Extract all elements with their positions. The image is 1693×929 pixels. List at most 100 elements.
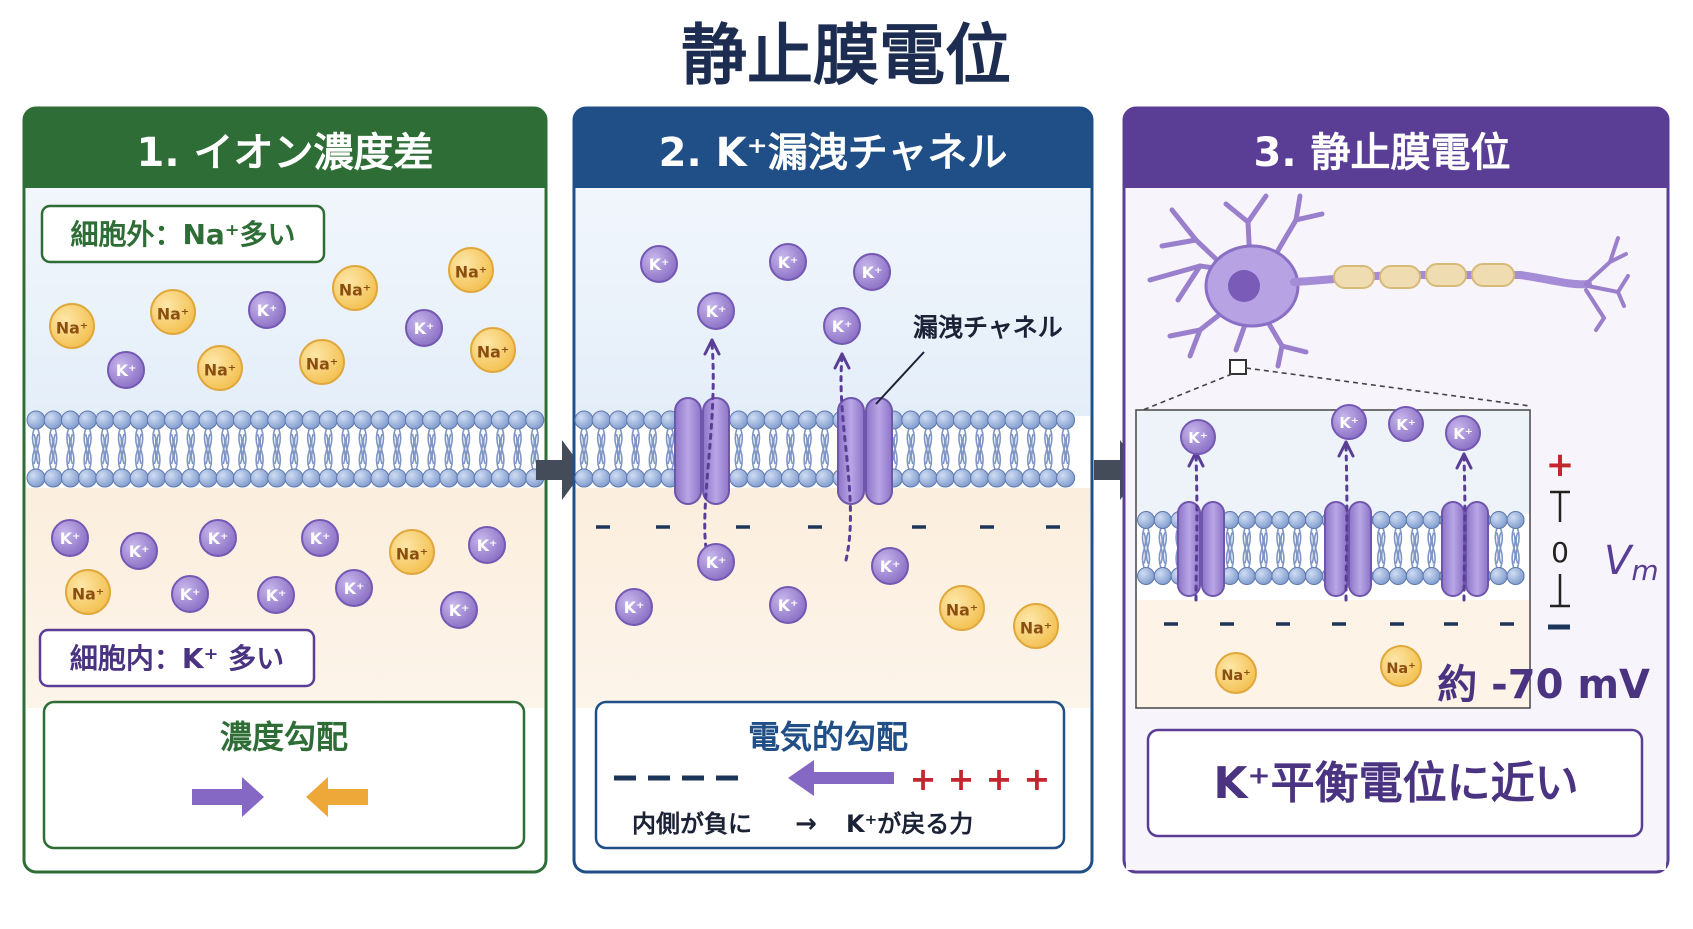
- potassium-channels: [1177, 501, 1489, 597]
- k-ion-label: K⁺: [180, 585, 201, 604]
- na-inward-arrow: [306, 777, 368, 817]
- na-ion: Na⁺: [197, 345, 243, 391]
- inside-label: 細胞内：K⁺ 多い: [70, 642, 284, 675]
- k-leak-channel: [1441, 501, 1489, 597]
- k-ion-label: K⁺: [778, 596, 799, 615]
- k-ion: K⁺: [1180, 419, 1216, 455]
- na-ion-label: Na⁺: [455, 262, 487, 281]
- k-ion: K⁺: [257, 576, 295, 614]
- k-ion-label: K⁺: [477, 536, 498, 555]
- cell-membrane-1: [26, 410, 545, 488]
- k-ion: K⁺: [697, 292, 735, 330]
- panel-2-header: 2. K⁺漏洩チャネル: [659, 130, 1008, 176]
- leak-channel-label: 漏洩チャネル: [913, 313, 1063, 342]
- k-ion-label: K⁺: [257, 301, 278, 320]
- k-ion-label: K⁺: [778, 253, 799, 272]
- na-ion-label: Na⁺: [56, 318, 88, 337]
- k-ion-label: K⁺: [706, 302, 727, 321]
- ions-panel-2: K⁺ K⁺ K⁺ K⁺ K⁺ K⁺ K⁺ K⁺ K⁺ Na⁺ Na⁺: [615, 243, 1059, 649]
- k-ion: K⁺: [405, 309, 443, 347]
- k-ion-label: K⁺: [1188, 429, 1207, 447]
- concentration-gradient-title: 濃度勾配: [220, 718, 348, 756]
- na-ion-label: Na⁺: [396, 544, 428, 563]
- na-ion-label: Na⁺: [1221, 668, 1250, 684]
- k-ion-label: K⁺: [60, 529, 81, 548]
- leak-channels: [674, 397, 893, 505]
- ions-panel-3: K⁺ K⁺ K⁺ K⁺ Na⁺ Na⁺: [1180, 404, 1481, 694]
- k-ion: K⁺: [301, 519, 339, 557]
- na-ion-label: Na⁺: [1386, 661, 1415, 677]
- k-ion-label: K⁺: [129, 542, 150, 561]
- k-ion-label: K⁺: [208, 529, 229, 548]
- k-ion-label: K⁺: [1339, 414, 1358, 432]
- k-ion: K⁺: [871, 547, 909, 585]
- electrical-gradient-title: 電気的勾配: [748, 718, 908, 756]
- panel-resting-potential: 3. 静止膜電位: [1122, 106, 1670, 874]
- k-ion-label: K⁺: [1396, 416, 1415, 434]
- leak-channel-pointer: [875, 351, 925, 405]
- k-ion: K⁺: [335, 569, 373, 607]
- k-ion: K⁺: [107, 351, 145, 389]
- k-ion-label: K⁺: [832, 317, 853, 336]
- na-ion: Na⁺: [1215, 652, 1257, 694]
- k-efflux-arrow: [833, 352, 852, 562]
- panel-1-header: 1. イオン濃度差: [137, 130, 434, 176]
- k-ion: K⁺: [171, 575, 209, 613]
- zero-marker: 0: [1551, 536, 1569, 569]
- k-efflux-arrow: [1455, 452, 1473, 602]
- na-ion: Na⁺: [470, 327, 516, 373]
- na-ion: Na⁺: [332, 265, 378, 311]
- k-ion: K⁺: [248, 291, 286, 329]
- na-ion: Na⁺: [389, 529, 435, 575]
- k-ion-label: K⁺: [624, 598, 645, 617]
- na-ion: Na⁺: [939, 585, 985, 631]
- myelin-sheaths: [1333, 263, 1515, 289]
- next-arrow-1: [536, 440, 584, 500]
- plus-marker: +: [1546, 445, 1575, 485]
- k-ion: K⁺: [468, 526, 506, 564]
- electrical-force-arrow: [788, 760, 894, 796]
- k-ion: K⁺: [769, 243, 807, 281]
- na-ion: Na⁺: [65, 569, 111, 615]
- k-ion: K⁺: [1388, 406, 1424, 442]
- panel-leak-channel: 2. K⁺漏洩チャネル K⁺ K⁺ K⁺ K⁺ K⁺ K⁺ K⁺ K⁺ K⁺ Na⁺ Na⁺ 漏洩チ…: [572, 106, 1094, 874]
- k-ion: K⁺: [615, 588, 653, 626]
- k-ion-label: K⁺: [1453, 425, 1472, 443]
- caption-right: K⁺が戻る力: [846, 810, 973, 838]
- na-ion-label: Na⁺: [72, 584, 104, 603]
- page-title: 静止膜電位: [681, 17, 1011, 94]
- k-outward-arrow: [192, 777, 264, 817]
- outside-label: 細胞外：Na⁺多い: [70, 218, 295, 251]
- k-leak-channel: [1177, 501, 1225, 597]
- k-ion: K⁺: [640, 245, 678, 283]
- na-ion-label: Na⁺: [1020, 618, 1052, 637]
- k-ion: K⁺: [1445, 415, 1481, 451]
- k-ion-label: K⁺: [414, 319, 435, 338]
- k-equilibrium-text: K⁺平衡電位に近い: [1213, 758, 1578, 809]
- k-ion-label: K⁺: [649, 255, 670, 274]
- k-efflux-arrow: [1337, 440, 1355, 602]
- k-ion-label: K⁺: [706, 553, 727, 572]
- na-ion: Na⁺: [150, 289, 196, 335]
- k-leak-channel: [837, 397, 893, 505]
- k-ion: K⁺: [120, 532, 158, 570]
- k-ion: K⁺: [853, 253, 891, 291]
- na-ion-label: Na⁺: [306, 354, 338, 373]
- k-ion: K⁺: [1331, 404, 1367, 440]
- plus-signs: + + + +: [910, 760, 1051, 798]
- na-ion-label: Na⁺: [477, 342, 509, 361]
- k-ion-label: K⁺: [449, 601, 470, 620]
- na-ion-label: Na⁺: [339, 280, 371, 299]
- k-ion: K⁺: [823, 307, 861, 345]
- concentration-gradient-box: 濃度勾配: [42, 700, 526, 850]
- k-ion-label: K⁺: [880, 557, 901, 576]
- zoom-region-marker: [1229, 359, 1247, 375]
- na-ion-label: Na⁺: [157, 304, 189, 323]
- k-ion-label: K⁺: [862, 263, 883, 282]
- k-ion: K⁺: [51, 519, 89, 557]
- panel-ion-concentration: 1. イオン濃度差 細胞外：Na⁺多い Na⁺ Na⁺ K⁺ Na⁺ Na⁺ K⁺ Na⁺ N…: [22, 106, 548, 874]
- na-ion: Na⁺: [1380, 645, 1422, 687]
- membrane-voltage-scale: + 0 Vm: [1546, 445, 1659, 630]
- na-ion: Na⁺: [49, 303, 95, 349]
